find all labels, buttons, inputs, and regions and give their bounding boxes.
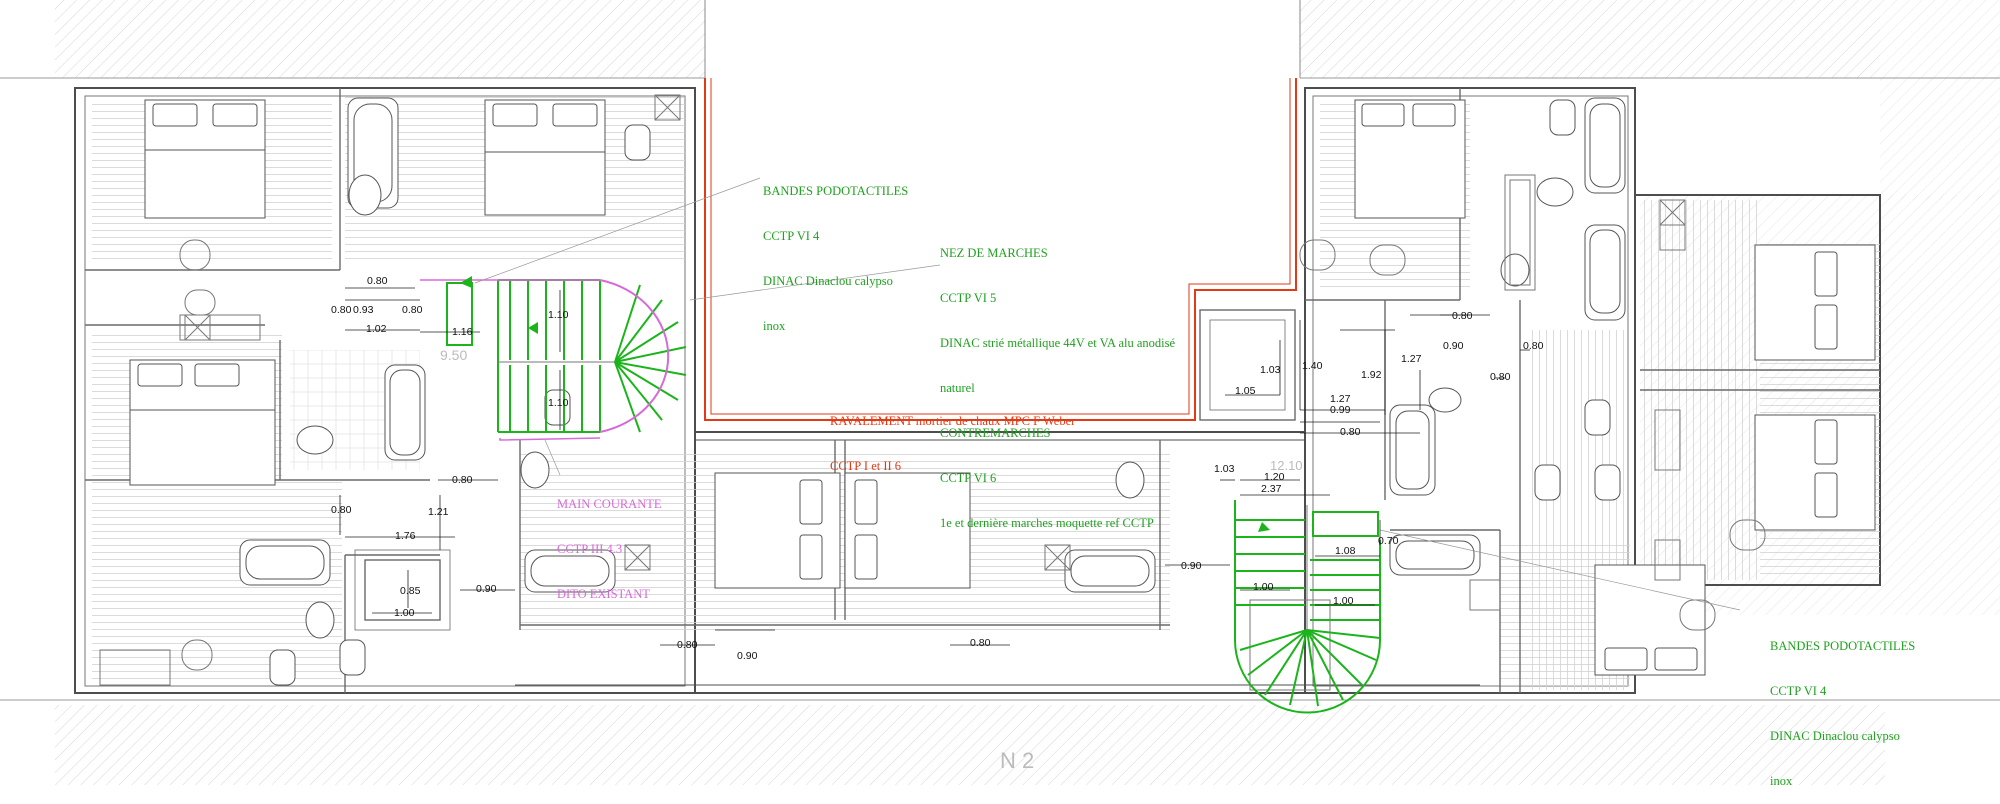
- annotation-line: DITO EXISTANT: [557, 587, 650, 601]
- dimension-label: 0.90: [737, 650, 758, 662]
- dimension-label: 1.08: [1335, 545, 1356, 557]
- handrail-west-lower: [499, 437, 601, 441]
- dimension-label: 0.80: [1490, 371, 1511, 383]
- annotation-line: 1e et dernière marches moquette ref CCTP: [940, 516, 1154, 530]
- annotation-ravalement: RAVALEMENT mortier de chaux MPC F Weber …: [830, 384, 1075, 489]
- annotation-line: DINAC Dinaclou calypso: [1770, 729, 1900, 743]
- floor-plan: 9.50 12.10 N 2: [0, 0, 2000, 785]
- annotation-line: DINAC strié métallique 44V et VA alu ano…: [940, 336, 1176, 350]
- annotation-line: BANDES PODOTACTILES: [1770, 639, 1916, 653]
- annotation-line: CONTREMARCHES: [940, 426, 1051, 440]
- partitions: [85, 88, 1880, 693]
- dimension-label: 0.80: [331, 504, 352, 516]
- dimension-label: 1.27: [1330, 393, 1351, 405]
- dimension-label: 1.20: [1264, 471, 1285, 483]
- courtyard: [704, 0, 1301, 78]
- annotation-line: CCTP VI 6: [940, 471, 997, 485]
- annotation-line: inox: [1770, 774, 1793, 788]
- stair-east-arrow: [1258, 522, 1270, 532]
- svg-text:9.50: 9.50: [440, 347, 467, 363]
- dimension-label: 1.03: [1214, 463, 1235, 475]
- dimension-label: 1.40: [1302, 360, 1323, 372]
- dimension-label: 1.10: [548, 309, 569, 321]
- dimension-label: 1.05: [1235, 385, 1256, 397]
- dimension-label: 1.02: [366, 323, 387, 335]
- annotation-line: NEZ DE MARCHES: [940, 246, 1048, 260]
- annotation-line: naturel: [940, 381, 975, 395]
- dimension-label: 0.80: [402, 304, 423, 316]
- dimension-label: 0.80: [677, 639, 698, 651]
- dimension-label: 0.93: [353, 304, 374, 316]
- dimension-lines: [339, 287, 1530, 646]
- annotation-podotactiles-bottom: BANDES PODOTACTILES CCTP VI 4 DINAC Dina…: [1770, 609, 1915, 804]
- annotation-line: CCTP VI 4: [763, 229, 820, 243]
- annotation-line: CCTP I et II 6: [830, 459, 902, 473]
- annotation-line: BANDES PODOTACTILES: [763, 184, 909, 198]
- furniture-misc: [99, 94, 1766, 691]
- dimension-label: 1.16: [452, 326, 473, 338]
- svg-text:12.10: 12.10: [1270, 458, 1303, 473]
- dimension-label: 1.21: [428, 506, 449, 518]
- annotation-line: CCTP III 4.3: [557, 542, 623, 556]
- dimension-label: 0.80: [970, 637, 991, 649]
- dimension-label: 1.92: [1361, 369, 1382, 381]
- dimension-label: 0.90: [476, 583, 497, 595]
- stair-west-arrow-mid: [528, 322, 538, 334]
- dimension-label: 2.37: [1261, 483, 1282, 495]
- annotation-podotactiles-top: BANDES PODOTACTILES CCTP VI 4 DINAC Dina…: [763, 154, 908, 349]
- dimension-label: 0.80: [367, 275, 388, 287]
- dimension-label: 0.80: [1452, 310, 1473, 322]
- stair-west-turn: [599, 279, 670, 433]
- dimension-label: 1.00: [1333, 595, 1354, 607]
- annotation-line: CCTP VI 5: [940, 291, 997, 305]
- svg-text:N 2: N 2: [1000, 748, 1034, 773]
- stair-west-arrow-up: [460, 276, 472, 288]
- dimension-label: 0.80: [331, 304, 352, 316]
- annotation-line: CCTP VI 4: [1770, 684, 1827, 698]
- dimension-label: 0.99: [1330, 404, 1351, 416]
- annotation-line: inox: [763, 319, 786, 333]
- beds: [129, 99, 1876, 676]
- faint-labels: 9.50 12.10 N 2: [440, 347, 1303, 773]
- dimension-label: 0.70: [1378, 535, 1399, 547]
- dimension-label: 1.03: [1260, 364, 1281, 376]
- dimension-label: 1.00: [394, 607, 415, 619]
- dimension-label: 0.80: [1340, 426, 1361, 438]
- dimension-label: 0.90: [1443, 340, 1464, 352]
- dimension-label: 0.85: [400, 585, 421, 597]
- annotation-line: RAVALEMENT mortier de chaux MPC F Weber: [830, 414, 1076, 428]
- annotation-line: DINAC Dinaclou calypso: [763, 274, 893, 288]
- dimension-label: 0.80: [1523, 340, 1544, 352]
- dimension-label: 1.27: [1401, 353, 1422, 365]
- building-walls: [0, 77, 2000, 701]
- stair-west: [446, 279, 687, 433]
- stair-east: [1234, 500, 1381, 714]
- dimension-label: 0.90: [1181, 560, 1202, 572]
- dimension-label: 1.10: [548, 397, 569, 409]
- dimension-label: 1.76: [395, 530, 416, 542]
- annotation-main-courante: MAIN COURANTE CCTP III 4.3 DITO EXISTANT: [557, 467, 662, 617]
- facade-line: [704, 78, 1297, 421]
- leader-lines: [474, 177, 1741, 611]
- annotation-nez-de-marches: NEZ DE MARCHES CCTP VI 5 DINAC strié mét…: [940, 216, 1175, 546]
- annotation-line: MAIN COURANTE: [557, 497, 662, 511]
- sanitary-fixtures: [239, 97, 1626, 686]
- dimension-label: 0.80: [452, 474, 473, 486]
- dimension-label: 1.00: [1253, 581, 1274, 593]
